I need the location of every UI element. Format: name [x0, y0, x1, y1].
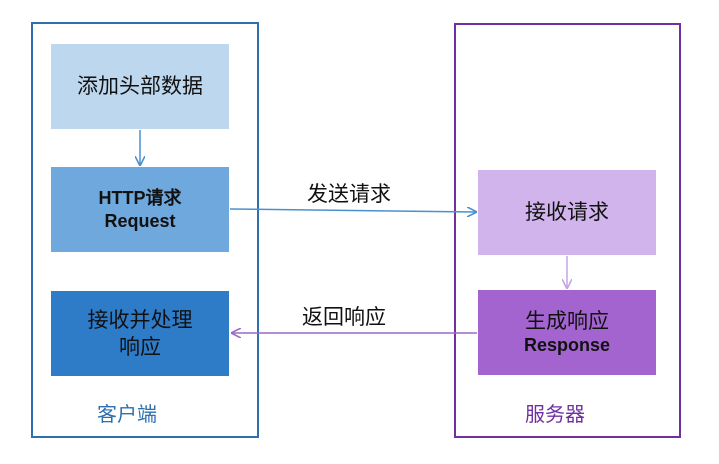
generate-response-label: 生成响应 [525, 309, 609, 334]
return-response-label: 返回响应 [302, 305, 386, 329]
receive-request-label: 接收请求 [525, 200, 609, 225]
add-headers-label: 添加头部数据 [77, 74, 203, 99]
receive-request-box: 接收请求 [478, 170, 656, 255]
add-headers-box: 添加头部数据 [51, 44, 229, 129]
receive-process-sublabel: 响应 [119, 334, 161, 359]
receive-process-label: 接收并处理 [87, 308, 193, 333]
http-request-sublabel: Request [104, 210, 176, 231]
receive-process-response-box: 接收并处理 响应 [51, 291, 229, 376]
generate-response-box: 生成响应 Response [478, 290, 656, 375]
client-panel [31, 22, 259, 438]
server-title: 服务器 [525, 402, 585, 426]
client-title: 客户端 [97, 402, 157, 426]
http-request-box: HTTP请求 Request [51, 167, 229, 252]
send-request-arrow [229, 209, 476, 212]
generate-response-sublabel: Response [523, 335, 611, 356]
send-request-label: 发送请求 [307, 182, 391, 206]
server-panel [454, 23, 681, 438]
http-request-label: HTTP请求 [98, 188, 182, 208]
